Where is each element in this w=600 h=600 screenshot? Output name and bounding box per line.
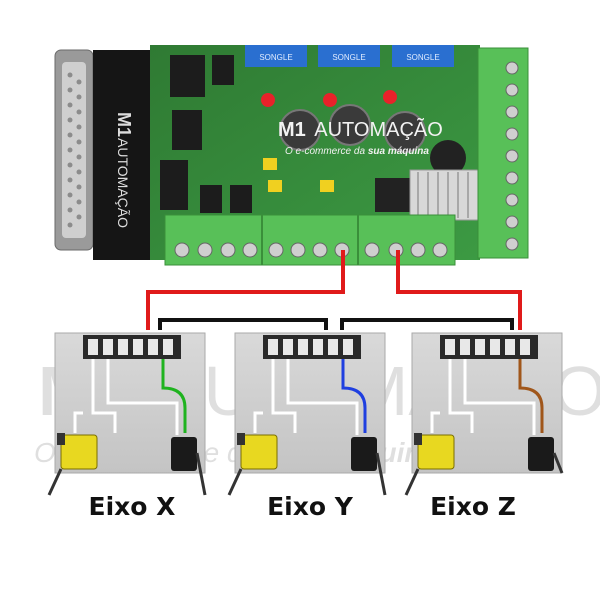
signal-wire-z: [396, 250, 522, 330]
board-logo-tagline: O e-commerce da sua máquina: [285, 146, 429, 157]
switch-wire: [271, 359, 297, 433]
board-logo-brand: M1 AUTOMAÇÃO: [278, 117, 443, 141]
relay-label: SONGLE: [332, 53, 365, 62]
board-brand-name: AUTOMAÇÃO: [115, 138, 131, 228]
switch-wire: [463, 359, 536, 435]
relay-label: SONGLE: [406, 53, 439, 62]
controller-board: SONGLE SONGLE SONGLE: [54, 45, 529, 266]
board-brand-short: M1: [114, 112, 134, 137]
inductor: [430, 140, 466, 176]
db25-pins: [67, 72, 82, 228]
axis-signal-wire: [341, 359, 367, 433]
heatsink: [409, 169, 481, 221]
board-wires: [146, 250, 522, 330]
capacitor: [279, 109, 321, 151]
voltage-regulator: [375, 178, 413, 212]
ic-chip: [212, 55, 234, 85]
axis-signal-wire: [518, 359, 544, 433]
right-terminal-screws: [505, 61, 519, 251]
ic-chip: [160, 160, 188, 210]
jumper: [268, 180, 282, 192]
ic-chip: [200, 185, 222, 213]
switch-wire: [448, 359, 474, 433]
limit-switch-black: [528, 437, 564, 474]
ic-chip: [170, 55, 205, 97]
common-wire-yz: [340, 318, 514, 330]
jumper: [320, 180, 334, 192]
terminal-strip-screws: [268, 339, 353, 355]
axis-panel-z: [404, 332, 564, 496]
axis-label-z: Eixo Z: [430, 492, 516, 521]
relay-1: SONGLE: [245, 45, 307, 67]
led-red: [383, 90, 397, 104]
axis-label-y: Eixo Y: [267, 492, 353, 521]
ic-chip: [172, 110, 202, 150]
capacitor: [384, 111, 426, 153]
axis-panel-x: [47, 332, 207, 496]
switch-wire: [106, 359, 179, 435]
led-red: [323, 93, 337, 107]
relay-label: SONGLE: [259, 53, 292, 62]
switch-wire: [91, 359, 117, 433]
limit-switch-yellow: [404, 433, 455, 496]
axis-signal-wire: [161, 359, 187, 433]
capacitor: [329, 104, 371, 146]
switch-wire: [253, 411, 263, 433]
terminal-strip-screws: [88, 339, 173, 355]
axis-panel-y: [227, 332, 387, 496]
relay-2: SONGLE: [318, 45, 380, 67]
signal-wire-x: [146, 250, 345, 330]
jumper: [263, 158, 277, 170]
common-wire-xy: [158, 318, 328, 330]
terminal-strip-screws: [445, 339, 530, 355]
terminal-block-right: [477, 47, 529, 259]
terminal-block-bottom: [164, 214, 456, 266]
ic-chip: [230, 185, 252, 213]
switch-wire: [286, 359, 359, 435]
limit-switch-yellow: [227, 433, 278, 496]
limit-switch-black: [171, 437, 207, 496]
bottom-terminal-screws: [174, 242, 448, 258]
switch-wire: [430, 411, 440, 433]
limit-switch-yellow: [47, 433, 98, 496]
led-red: [261, 93, 275, 107]
switch-wire: [73, 411, 83, 433]
limit-switch-black: [351, 437, 387, 496]
axis-label-x: Eixo X: [88, 492, 176, 521]
relay-3: SONGLE: [392, 45, 454, 67]
